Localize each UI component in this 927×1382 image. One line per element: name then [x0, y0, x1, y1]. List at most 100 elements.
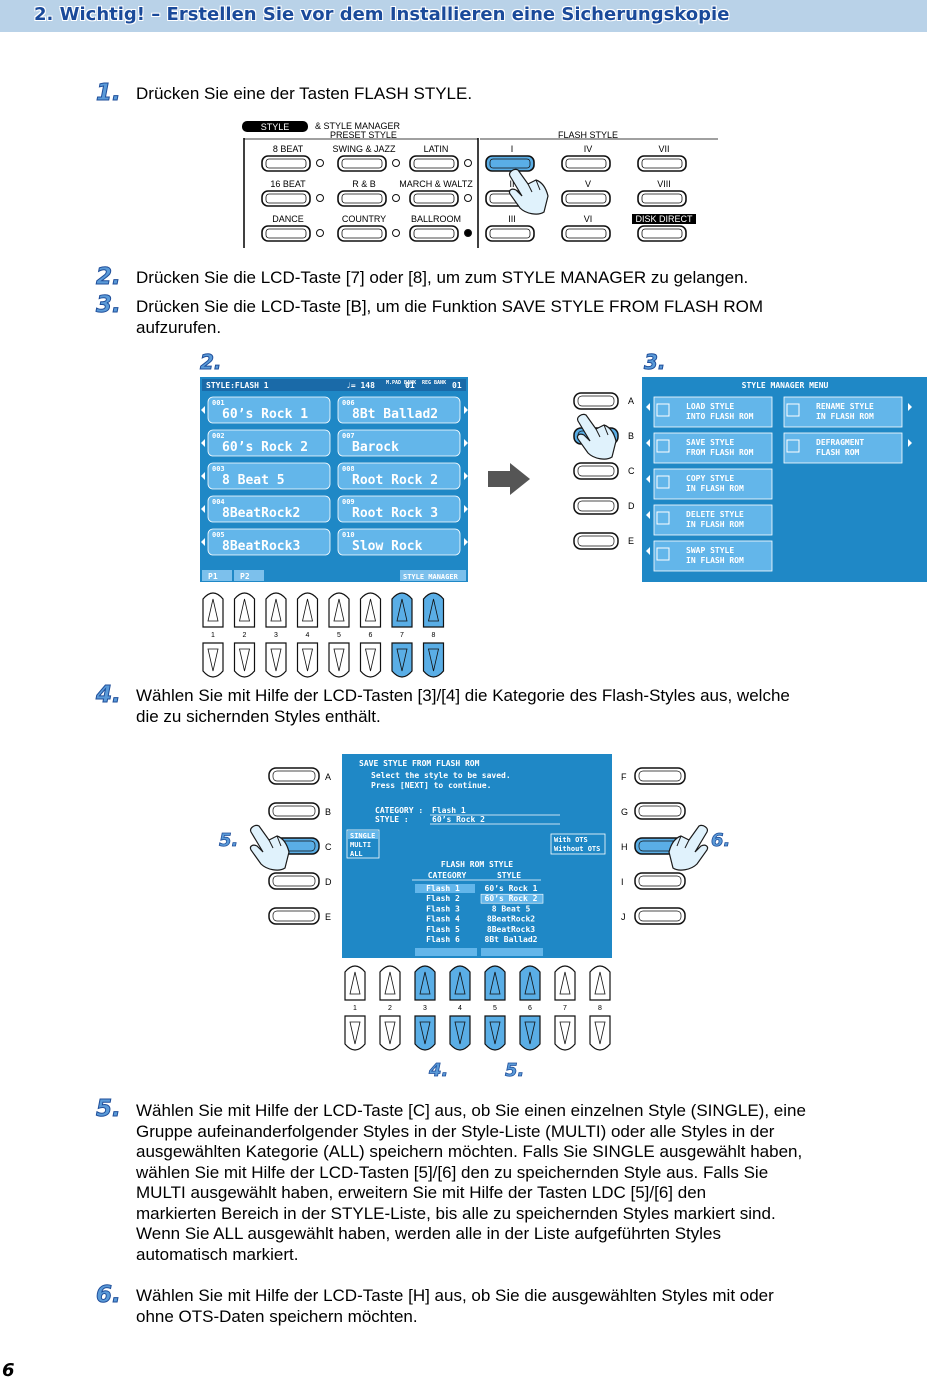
panel-button[interactable] — [561, 225, 611, 242]
panel-button[interactable] — [261, 225, 311, 242]
lcd-up-button[interactable] — [296, 592, 319, 628]
panel-button[interactable] — [637, 190, 687, 207]
lcd-down-button[interactable] — [589, 1015, 611, 1051]
side-key[interactable] — [634, 802, 686, 820]
lcd-down-button[interactable] — [519, 1015, 541, 1051]
panel-button[interactable] — [337, 190, 387, 207]
panel-button[interactable] — [485, 155, 535, 172]
style-slot[interactable] — [337, 462, 461, 490]
style-slot[interactable] — [337, 495, 461, 523]
lcd-down-button[interactable] — [359, 642, 382, 678]
style-slot[interactable] — [207, 528, 331, 556]
category-item[interactable]: Flash 1 — [426, 884, 460, 893]
mode-option[interactable]: ALL — [350, 850, 363, 858]
lcd-up-button[interactable] — [422, 592, 445, 628]
lcd-up-button[interactable] — [233, 592, 256, 628]
panel-button[interactable] — [409, 190, 459, 207]
lcd-up-button[interactable] — [265, 592, 287, 628]
panel-button[interactable] — [637, 155, 687, 172]
panel-button[interactable] — [561, 190, 611, 207]
lcd-up-button[interactable] — [391, 592, 413, 628]
side-key[interactable] — [634, 872, 686, 890]
lcd-up-button[interactable] — [359, 592, 382, 628]
menu-item[interactable] — [653, 540, 773, 572]
style-slot[interactable] — [207, 495, 331, 523]
lcd-up-button[interactable] — [379, 965, 401, 1001]
style-manager-tab[interactable]: STYLE MANAGER — [403, 573, 459, 581]
panel-button[interactable] — [337, 225, 387, 242]
style-slot[interactable] — [337, 429, 461, 457]
panel-button[interactable] — [337, 155, 387, 172]
panel-button[interactable] — [485, 225, 535, 242]
style-item[interactable]: 8BeatRock2 — [487, 915, 535, 924]
side-key[interactable] — [268, 802, 320, 820]
style-item[interactable]: 8BeatRock3 — [487, 925, 535, 934]
category-item[interactable]: Flash 2 — [426, 894, 460, 903]
lcd-up-button[interactable] — [344, 965, 366, 1001]
lcd-down-button[interactable] — [202, 642, 224, 678]
side-key[interactable] — [268, 907, 320, 925]
style-slot[interactable] — [207, 396, 331, 424]
mode-option[interactable]: MULTI — [350, 841, 371, 849]
style-item[interactable]: 60’s Rock 1 — [485, 884, 538, 893]
lcd-down-button[interactable] — [296, 642, 319, 678]
panel-button[interactable] — [409, 225, 459, 242]
lcd-down-button[interactable] — [554, 1015, 576, 1051]
menu-item[interactable] — [783, 432, 903, 464]
style-slot[interactable] — [337, 396, 461, 424]
lcd-up-button[interactable] — [519, 965, 541, 1001]
side-key[interactable] — [573, 497, 619, 515]
lcd-down-button[interactable] — [391, 642, 413, 678]
panel-button[interactable] — [561, 155, 611, 172]
lcd-down-button[interactable] — [449, 1015, 471, 1051]
style-item[interactable]: 8 Beat 5 — [492, 904, 531, 913]
lcd-down-button[interactable] — [379, 1015, 401, 1051]
lcd-up-button[interactable] — [554, 965, 576, 1001]
mode-option[interactable]: SINGLE — [350, 832, 375, 840]
lcd-up-button[interactable] — [449, 965, 471, 1001]
side-key[interactable] — [268, 767, 320, 785]
page-2-tab[interactable]: P2 — [240, 572, 250, 581]
ots-option[interactable]: Without OTS — [554, 845, 600, 853]
lcd-up-button[interactable] — [589, 965, 611, 1001]
lcd-down-button[interactable] — [414, 1015, 436, 1051]
menu-item[interactable] — [653, 504, 773, 536]
category-item[interactable]: Flash 3 — [426, 904, 460, 913]
lcd-down-button[interactable] — [265, 642, 287, 678]
style-item[interactable]: 60’s Rock 2 — [485, 894, 538, 903]
panel-button[interactable] — [409, 155, 459, 172]
panel-button[interactable] — [637, 225, 687, 242]
lcd-up-button[interactable] — [484, 965, 506, 1001]
menu-item[interactable] — [653, 468, 773, 500]
lcd-up-button[interactable] — [328, 592, 350, 628]
menu-item[interactable] — [653, 432, 773, 464]
page-1-tab[interactable]: P1 — [208, 572, 218, 581]
category-item[interactable]: Flash 4 — [426, 915, 460, 924]
panel-button[interactable] — [261, 190, 311, 207]
side-key[interactable] — [573, 532, 619, 550]
lcd-up-button[interactable] — [202, 592, 224, 628]
panel-button[interactable] — [261, 155, 311, 172]
lcd-down-button[interactable] — [328, 642, 350, 678]
category-scroll-button[interactable] — [415, 948, 477, 956]
lcd-down-button[interactable] — [344, 1015, 366, 1051]
category-item[interactable]: Flash 5 — [426, 925, 460, 934]
side-key[interactable] — [634, 767, 686, 785]
style-item[interactable]: 8Bt Ballad2 — [485, 935, 538, 944]
lcd-down-button[interactable] — [233, 642, 256, 678]
side-key[interactable] — [573, 392, 619, 410]
menu-item[interactable] — [653, 396, 773, 428]
style-scroll-button[interactable] — [481, 948, 543, 956]
side-key[interactable] — [268, 872, 320, 890]
lcd-down-button[interactable] — [484, 1015, 506, 1051]
lcd-up-button[interactable] — [414, 965, 436, 1001]
style-slot[interactable] — [207, 462, 331, 490]
side-key[interactable] — [573, 462, 619, 480]
lcd-down-button[interactable] — [422, 642, 445, 678]
menu-item[interactable] — [783, 396, 903, 428]
side-key[interactable] — [634, 907, 686, 925]
category-item[interactable]: Flash 6 — [426, 935, 460, 944]
style-slot[interactable] — [207, 429, 331, 457]
style-slot[interactable] — [337, 528, 461, 556]
ots-option[interactable]: With OTS — [554, 836, 588, 844]
